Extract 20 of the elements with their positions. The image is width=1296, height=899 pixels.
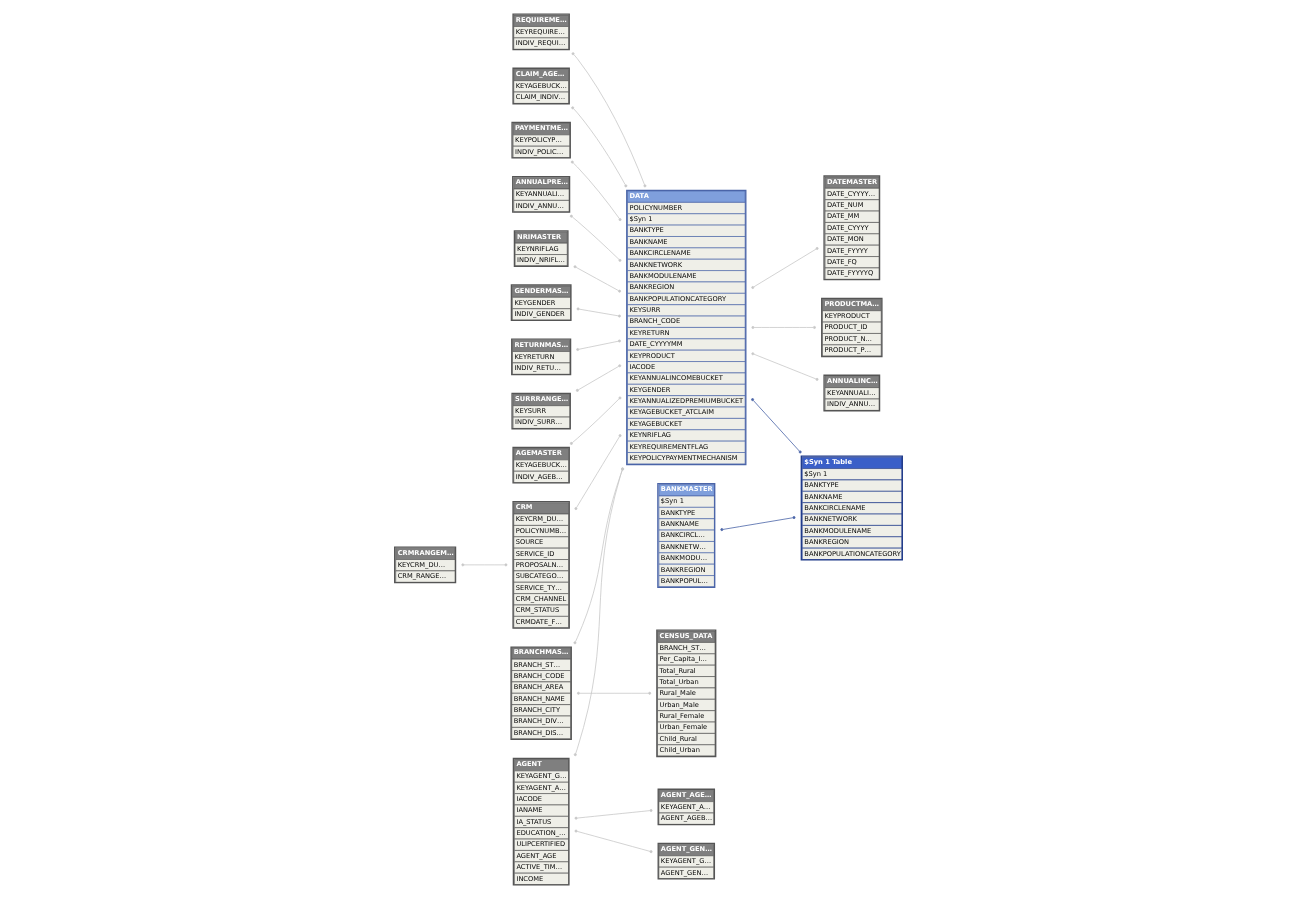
connector xyxy=(719,516,795,532)
connector xyxy=(574,829,653,854)
connector xyxy=(575,339,621,351)
connector xyxy=(750,398,802,454)
connector xyxy=(571,52,646,188)
connector xyxy=(573,265,621,293)
connector xyxy=(573,434,622,511)
connector xyxy=(750,326,816,329)
connector xyxy=(750,352,818,381)
connector xyxy=(569,214,621,262)
connector xyxy=(576,691,651,695)
connector xyxy=(569,396,621,445)
connector xyxy=(570,106,627,188)
connector xyxy=(573,467,624,757)
connector xyxy=(570,160,622,222)
connector xyxy=(576,307,621,318)
connector xyxy=(572,467,624,645)
connector xyxy=(575,364,621,392)
connector xyxy=(574,809,652,820)
connector xyxy=(750,247,819,289)
